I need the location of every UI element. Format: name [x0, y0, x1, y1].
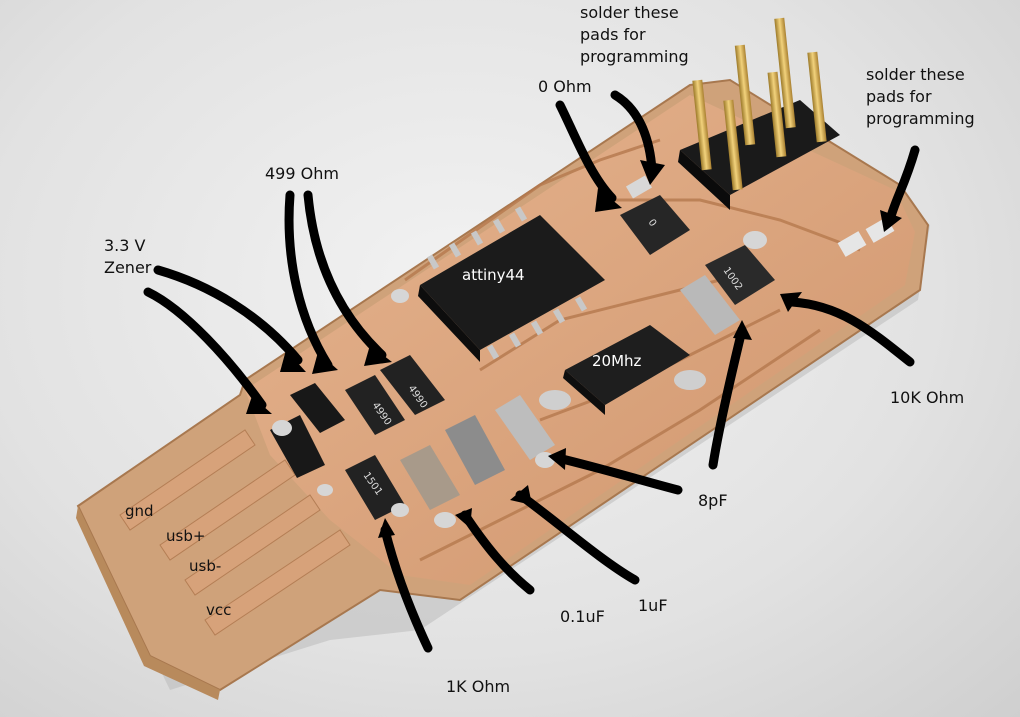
usb-fingers [119, 429, 351, 636]
label-solder-pads-right: solder these pads for programming [866, 65, 975, 128]
label-zener: 3.3 V Zener [104, 236, 152, 277]
label-10k-ohm: 10K Ohm [890, 388, 965, 407]
label-usb-plus: usb+ [166, 527, 206, 545]
label-attiny44: attiny44 [462, 266, 525, 284]
pin-header [678, 17, 840, 210]
label-1k-ohm: 1K Ohm [446, 677, 511, 696]
label-usb-minus: usb- [189, 557, 222, 575]
annotation-arrowheads [246, 160, 902, 538]
label-gnd: gnd [125, 502, 154, 520]
label-01uf: 0.1uF [560, 607, 605, 626]
attiny44-chip [418, 206, 605, 362]
label-vcc: vcc [206, 601, 232, 619]
label-499-ohm: 499 Ohm [265, 164, 339, 183]
label-20mhz: 20Mhz [592, 352, 642, 370]
pcb-edge [76, 506, 220, 700]
label-solder-pads-top: solder these pads for programming [580, 3, 689, 66]
smd-components [270, 175, 895, 528]
crystal-20mhz [539, 325, 706, 415]
label-zero-ohm: 0 Ohm [538, 77, 592, 96]
marking-zero-ohm: 0 [646, 217, 659, 229]
label-1uf: 1uF [638, 596, 668, 615]
annotation-arrows [143, 90, 920, 653]
label-8pf: 8pF [698, 491, 728, 510]
